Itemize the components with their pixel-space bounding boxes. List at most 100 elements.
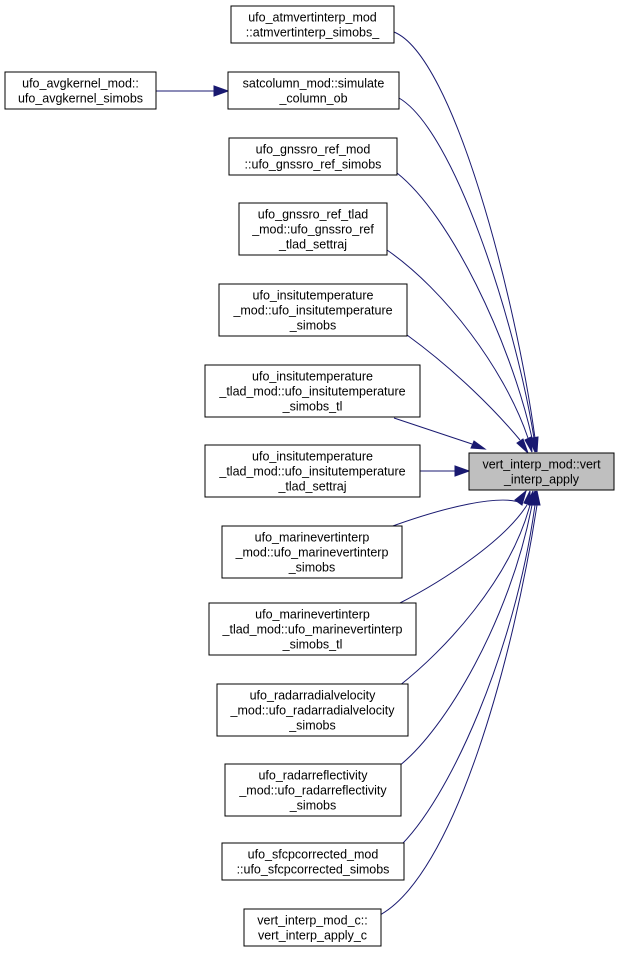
node-label-line: _mod::ufo_radarradialvelocity: [230, 704, 396, 718]
node-vert_interp_c[interactable]: vert_interp_mod_c::vert_interp_apply_c: [243, 908, 382, 947]
node-label-line: _simobs: [288, 561, 336, 575]
node-box[interactable]: [216, 683, 409, 737]
node-box[interactable]: [230, 5, 395, 44]
edge-insitutemp_tlad_tl-to-target: [393, 417, 487, 450]
node-label-line: ufo_insitutemperature: [252, 370, 373, 384]
node-label-line: _simobs_tl: [282, 638, 343, 652]
arrowhead: [516, 438, 529, 454]
arrowhead: [213, 85, 230, 97]
edge-line: [396, 172, 533, 439]
node-box[interactable]: [208, 602, 417, 656]
nodes-layer: vert_interp_mod::vert_interp_apply ufo_at…: [4, 5, 615, 947]
edge-line: [398, 97, 535, 439]
edge-line: [406, 334, 521, 441]
node-label-line: _mod::ufo_radarreflectivity: [238, 784, 387, 798]
node-radarreflectivity[interactable]: ufo_radarreflectivity_mod::ufo_radarrefl…: [224, 763, 402, 817]
node-label-line: ::ufo_sfcpcorrected_simobs: [237, 863, 390, 877]
node-box[interactable]: [204, 364, 421, 418]
node-target[interactable]: vert_interp_mod::vert_interp_apply: [468, 452, 615, 491]
arrowhead: [454, 465, 471, 477]
node-label-line: ufo_sfcpcorrected_mod: [248, 848, 379, 862]
node-label-line: ufo_insitutemperature: [252, 450, 373, 464]
node-label-line: ::atmvertinterp_simobs_: [246, 26, 380, 40]
node-label-line: _tlad_mod::ufo_insitutemperature: [218, 465, 405, 479]
node-box[interactable]: [221, 525, 403, 579]
arrowhead: [524, 436, 533, 453]
node-box[interactable]: [224, 763, 402, 817]
node-atmvertinterp[interactable]: ufo_atmvertinterp_mod::atmvertinterp_sim…: [230, 5, 395, 44]
node-insitutemp[interactable]: ufo_insitutemperature_mod::ufo_insitutem…: [218, 283, 408, 337]
node-label-line: satcolumn_mod::simulate: [243, 77, 385, 91]
node-marinevertinterp_tlad[interactable]: ufo_marinevertinterp_tlad_mod::ufo_marin…: [208, 602, 417, 656]
node-box[interactable]: [227, 71, 400, 110]
edge-line: [375, 504, 538, 918]
node-satcolumn[interactable]: satcolumn_mod::simulate_column_ob: [227, 71, 400, 110]
node-label-line: ufo_radarreflectivity: [258, 769, 368, 783]
node-box[interactable]: [228, 137, 398, 176]
node-label-line: vert_interp_apply_c: [258, 929, 367, 943]
node-label-line: _column_ob: [278, 92, 347, 106]
node-sfcpcorrected[interactable]: ufo_sfcpcorrected_mod::ufo_sfcpcorrected…: [221, 842, 405, 881]
node-label-line: _simobs: [289, 319, 337, 333]
node-label-line: _mod::ufo_marinevertinterp: [235, 546, 389, 560]
node-radarradialvelocity[interactable]: ufo_radarradialvelocity_mod::ufo_radarra…: [216, 683, 409, 737]
edge-marinevertinterp_tlad-to-target: [397, 490, 531, 605]
edge-gnssro_ref_tlad-to-target: [386, 249, 533, 453]
node-label-line: _tlad_settraj: [278, 238, 347, 252]
node-label-line: ufo_radarradialvelocity: [250, 689, 377, 703]
edge-radarradialvelocity-to-target: [398, 490, 534, 687]
edge-line: [398, 504, 533, 767]
node-box[interactable]: [221, 842, 405, 881]
node-avgkernel[interactable]: ufo_avgkernel_mod::ufo_avgkernel_simobs: [4, 71, 157, 110]
node-box[interactable]: [238, 202, 388, 256]
node-label-line: vert_interp_mod_c::: [257, 914, 367, 928]
edge-radarreflectivity-to-target: [398, 490, 536, 767]
node-label-line: _simobs_tl: [282, 400, 343, 414]
node-gnssro_ref_tlad[interactable]: ufo_gnssro_ref_tlad_mod::ufo_gnssro_ref_…: [238, 202, 388, 256]
node-label-line: ufo_gnssro_ref_tlad: [258, 208, 369, 222]
node-label-line: ufo_atmvertinterp_mod: [248, 11, 377, 25]
target-node-box[interactable]: [468, 452, 615, 491]
edge-line: [393, 417, 473, 445]
node-label-line: _tlad_settraj: [277, 480, 346, 494]
edge-line: [396, 504, 536, 850]
node-label-line: ufo_avgkernel_simobs: [18, 92, 143, 106]
node-label-line: ufo_marinevertinterp: [255, 608, 370, 622]
edges-layer: [156, 31, 541, 918]
node-label-line: ::ufo_gnssro_ref_simobs: [245, 158, 382, 172]
node-label-line: _tlad_mod::ufo_marinevertinterp: [222, 623, 403, 637]
arrowhead: [470, 440, 487, 450]
node-marinevertinterp[interactable]: ufo_marinevertinterp_mod::ufo_marinevert…: [221, 525, 403, 579]
node-label-line: ufo_insitutemperature: [253, 289, 374, 303]
node-label-line: vert_interp_mod::vert: [482, 458, 601, 472]
node-gnssro_ref[interactable]: ufo_gnssro_ref_mod::ufo_gnssro_ref_simob…: [228, 137, 398, 176]
node-label-line: _interp_apply: [503, 473, 580, 487]
node-label-line: _simobs: [288, 719, 336, 733]
node-insitutemp_tlad_tl[interactable]: ufo_insitutemperature_tlad_mod::ufo_insi…: [204, 364, 421, 418]
node-insitutemp_tlad_settraj[interactable]: ufo_insitutemperature_tlad_mod::ufo_insi…: [204, 444, 421, 498]
node-label-line: _tlad_mod::ufo_insitutemperature: [218, 385, 405, 399]
edge-insitutemp-to-target: [406, 334, 529, 454]
edge-line: [386, 249, 529, 439]
edge-line: [389, 499, 523, 528]
node-label-line: _simobs: [289, 799, 337, 813]
edge-marinevertinterp-to-target: [389, 489, 527, 528]
arrowhead: [514, 489, 527, 506]
edge-vert_interp_c-to-target: [375, 490, 541, 918]
node-box[interactable]: [204, 444, 421, 498]
edge-line: [398, 504, 531, 687]
arrowhead: [533, 490, 541, 506]
node-box[interactable]: [243, 908, 382, 947]
node-label-line: ufo_gnssro_ref_mod: [256, 143, 371, 157]
edge-line: [397, 504, 528, 605]
edge-insitutemp_tlad_settraj-to-target: [420, 465, 471, 477]
edge-line: [393, 31, 536, 439]
edge-avgkernel-to-satcolumn: [156, 85, 230, 97]
node-box[interactable]: [218, 283, 408, 337]
node-label-line: _mod::ufo_insitutemperature: [232, 304, 392, 318]
node-label-line: ufo_marinevertinterp: [255, 531, 370, 545]
node-label-line: _mod::ufo_gnssro_ref: [251, 223, 374, 237]
node-label-line: ufo_avgkernel_mod::: [22, 77, 139, 91]
node-box[interactable]: [4, 71, 157, 110]
